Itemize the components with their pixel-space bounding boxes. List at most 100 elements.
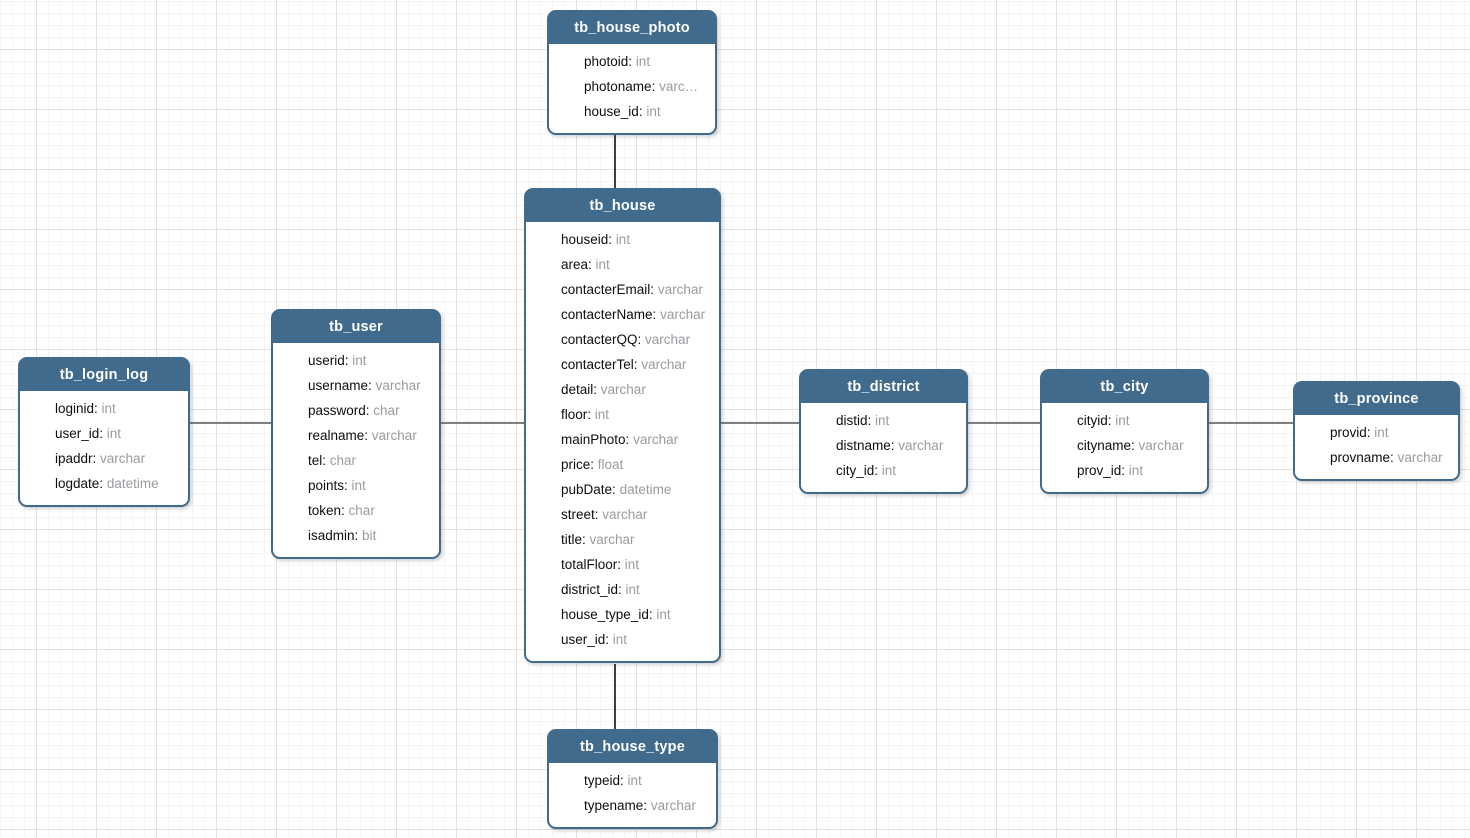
field-name: mainPhoto: [561, 432, 633, 447]
entity-header[interactable]: tb_city: [1042, 371, 1207, 403]
field-type: varchar: [641, 357, 687, 372]
field-name: distid: [836, 413, 875, 428]
field-row[interactable]: floorint: [561, 402, 711, 427]
field-type: varchar: [602, 507, 648, 522]
field-type: int: [627, 773, 642, 788]
entity-tb_house_photo[interactable]: tb_house_photo photoidintphotonamevarc…ho…: [547, 10, 717, 135]
field-type: int: [1374, 425, 1389, 440]
entity-title: tb_province: [1334, 391, 1419, 407]
field-row[interactable]: useridint: [308, 348, 431, 373]
field-row[interactable]: house_idint: [584, 99, 707, 124]
entity-header[interactable]: tb_house: [526, 190, 719, 222]
field-row[interactable]: mainPhotovarchar: [561, 427, 711, 452]
field-name: cityid: [1077, 413, 1115, 428]
field-row[interactable]: district_idint: [561, 577, 711, 602]
field-name: contacterName: [561, 307, 660, 322]
field-row[interactable]: contacterEmailvarchar: [561, 277, 711, 302]
field-type: varchar: [1397, 450, 1443, 465]
field-row[interactable]: city_idint: [836, 458, 958, 483]
edge-district-city[interactable]: [967, 422, 1041, 424]
field-row[interactable]: contacterQQvarchar: [561, 327, 711, 352]
edge-house-district[interactable]: [720, 422, 800, 424]
field-row[interactable]: passwordchar: [308, 398, 431, 423]
entity-header[interactable]: tb_district: [801, 371, 966, 403]
entity-tb_district[interactable]: tb_district distidintdistnamevarcharcity_…: [799, 369, 968, 494]
field-row[interactable]: pricefloat: [561, 452, 711, 477]
entity-tb_house[interactable]: tb_house houseidintareaintcontacterEmailv…: [524, 188, 721, 663]
entity-title: tb_house_photo: [574, 20, 690, 36]
field-type: datetime: [619, 482, 672, 497]
field-row[interactable]: pointsint: [308, 473, 431, 498]
field-row[interactable]: titlevarchar: [561, 527, 711, 552]
field-type: varchar: [660, 307, 706, 322]
field-row[interactable]: houseidint: [561, 227, 711, 252]
entity-header[interactable]: tb_house_type: [549, 731, 716, 763]
field-row[interactable]: photoidint: [584, 49, 707, 74]
field-type: int: [615, 232, 631, 247]
field-row[interactable]: typenamevarchar: [584, 793, 708, 818]
entity-tb_city[interactable]: tb_citycityidintcitynamevarcharprov_idin…: [1040, 369, 1209, 494]
entity-tb_user[interactable]: tb_user useridintusernamevarcharpasswordc…: [271, 309, 441, 559]
field-row[interactable]: telchar: [308, 448, 431, 473]
field-name: distname: [836, 438, 898, 453]
field-type: int: [1115, 413, 1130, 428]
entity-fields: houseidintareaintcontacterEmailvarcharco…: [526, 222, 719, 661]
field-row[interactable]: loginidint: [55, 396, 180, 421]
entity-tb_login_log[interactable]: tb_login_logloginidintuser_idintipaddrva…: [18, 357, 190, 507]
field-type: varchar: [633, 432, 679, 447]
field-type: int: [625, 582, 640, 597]
field-row[interactable]: provnamevarchar: [1330, 445, 1450, 470]
entity-fields: distidintdistnamevarcharcity_idint: [801, 403, 966, 492]
field-row[interactable]: user_idint: [561, 627, 711, 652]
entity-header[interactable]: tb_login_log: [20, 359, 188, 391]
entity-title: tb_district: [847, 379, 920, 395]
field-name: tel: [308, 453, 330, 468]
field-row[interactable]: realnamevarchar: [308, 423, 431, 448]
field-row[interactable]: usernamevarchar: [308, 373, 431, 398]
field-type: char: [329, 453, 357, 468]
field-name: floor: [561, 407, 595, 422]
field-row[interactable]: providint: [1330, 420, 1450, 445]
entity-fields: cityidintcitynamevarcharprov_idint: [1042, 403, 1207, 492]
field-row[interactable]: areaint: [561, 252, 711, 277]
edge-user-house[interactable]: [440, 422, 525, 424]
field-row[interactable]: distidint: [836, 408, 958, 433]
field-row[interactable]: contacterNamevarchar: [561, 302, 711, 327]
field-row[interactable]: ipaddrvarchar: [55, 446, 180, 471]
entity-tb_house_type[interactable]: tb_house_type typeidinttypenamevarchar: [547, 729, 718, 829]
entity-header[interactable]: tb_user: [273, 311, 439, 343]
field-row[interactable]: typeidint: [584, 768, 708, 793]
field-row[interactable]: isadminbit: [308, 523, 431, 548]
field-row[interactable]: distnamevarchar: [836, 433, 958, 458]
edge-city-province[interactable]: [1208, 422, 1294, 424]
field-row[interactable]: streetvarchar: [561, 502, 711, 527]
entity-title: tb_city: [1100, 379, 1149, 395]
field-row[interactable]: user_idint: [55, 421, 180, 446]
field-row[interactable]: logdatedatetime: [55, 471, 180, 496]
entity-tb_province[interactable]: tb_provinceprovidintprovnamevarchar: [1293, 381, 1460, 481]
field-row[interactable]: photonamevarc…: [584, 74, 707, 99]
field-type: int: [101, 401, 116, 416]
field-name: username: [308, 378, 376, 393]
edge-house_photo-house[interactable]: [614, 132, 616, 188]
edge-login_log-user[interactable]: [189, 422, 272, 424]
field-row[interactable]: detailvarchar: [561, 377, 711, 402]
field-type: int: [595, 257, 610, 272]
entity-header[interactable]: tb_house_photo: [549, 12, 715, 44]
field-row[interactable]: totalFloorint: [561, 552, 711, 577]
field-name: ipaddr: [55, 451, 100, 466]
edge-house-house_type[interactable]: [614, 664, 616, 729]
entity-fields: loginidintuser_idintipaddrvarcharlogdate…: [20, 391, 188, 505]
field-row[interactable]: citynamevarchar: [1077, 433, 1199, 458]
field-name: provname: [1330, 450, 1398, 465]
field-type: int: [612, 632, 628, 647]
field-name: photoname: [584, 79, 659, 94]
field-row[interactable]: pubDatedatetime: [561, 477, 711, 502]
field-row[interactable]: tokenchar: [308, 498, 431, 523]
field-row[interactable]: cityidint: [1077, 408, 1199, 433]
field-row[interactable]: house_type_idint: [561, 602, 711, 627]
field-row[interactable]: contacterTelvarchar: [561, 352, 711, 377]
field-row[interactable]: prov_idint: [1077, 458, 1199, 483]
entity-header[interactable]: tb_province: [1295, 383, 1458, 415]
